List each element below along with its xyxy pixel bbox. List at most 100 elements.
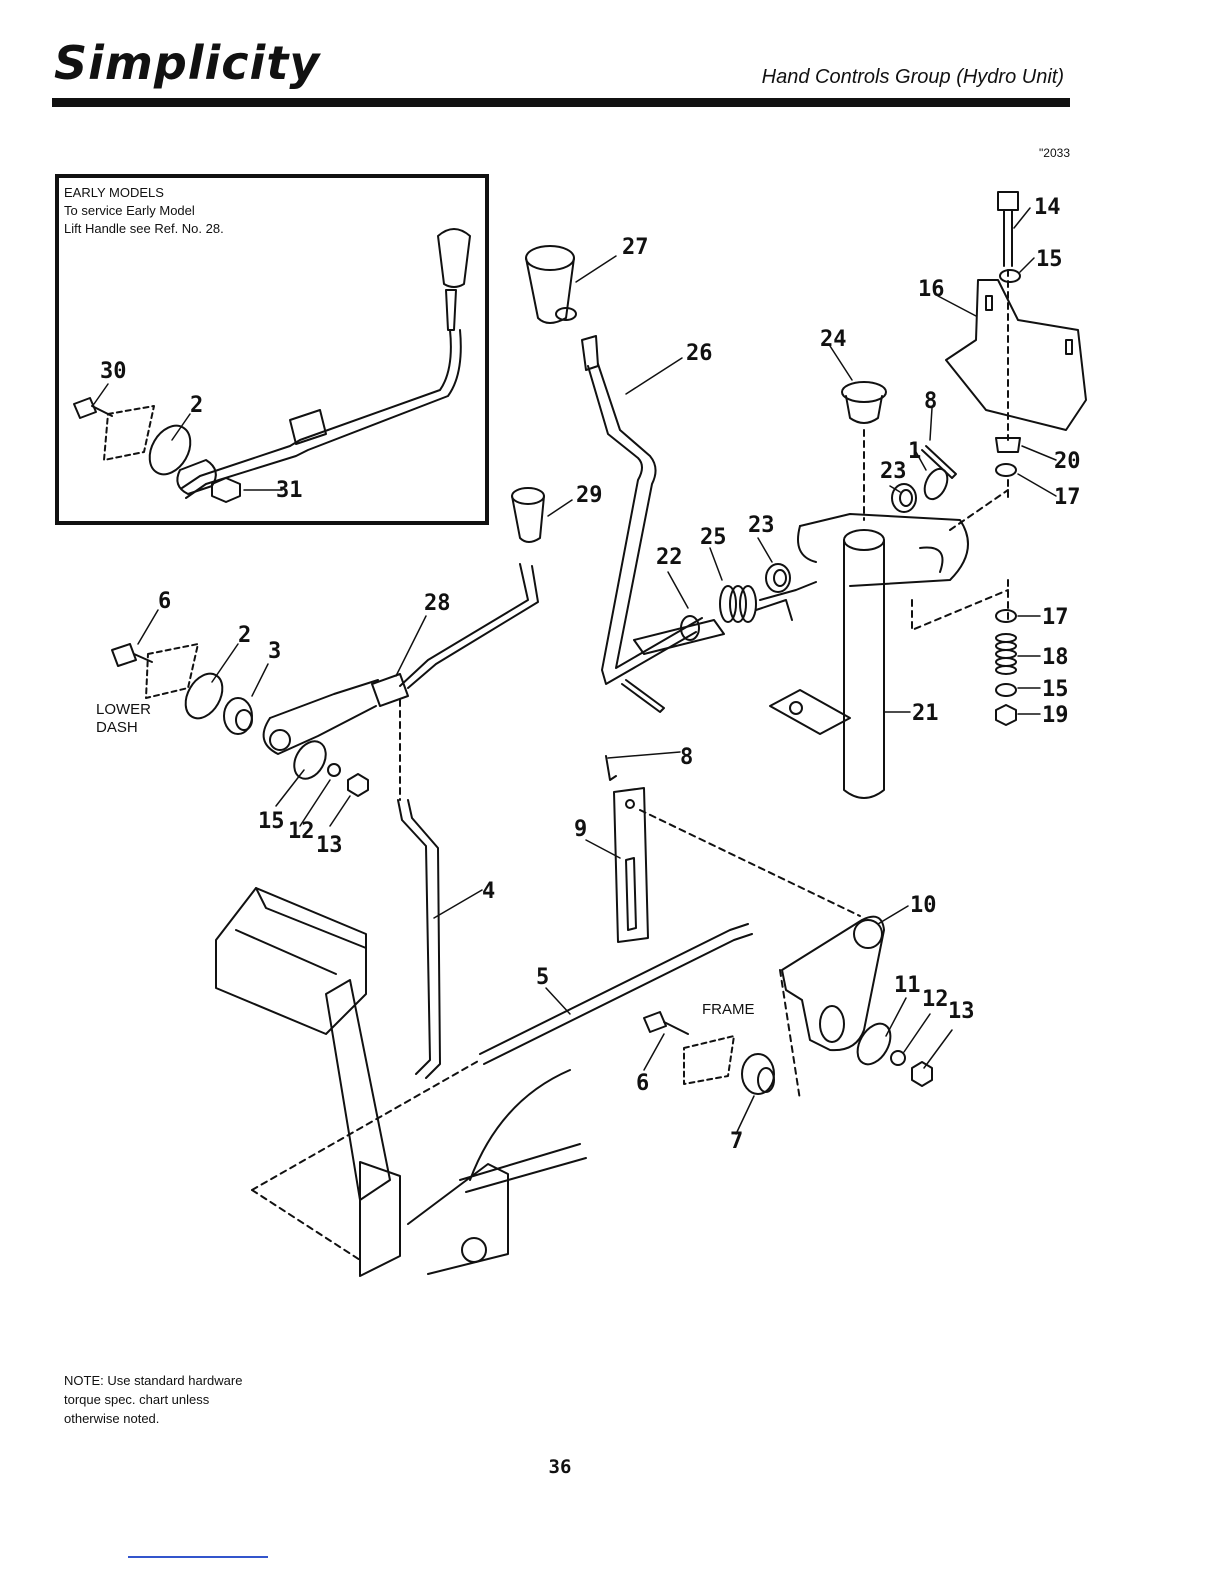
spacer-3 (223, 697, 253, 735)
lower-dash-bracket (145, 643, 199, 699)
bushing-23-lower (765, 563, 791, 593)
callout-20: 20 (1054, 449, 1081, 474)
torque-note: NOTE: Use standard hardware torque spec.… (64, 1371, 242, 1428)
callout-14: 14 (1034, 195, 1061, 220)
nut-13-frame (911, 1061, 933, 1087)
callout-23-upper: 23 (880, 459, 907, 484)
bushing-24 (841, 381, 887, 424)
label-lower-dash: DASH (96, 719, 138, 736)
brake-pedal (215, 887, 587, 1277)
brand-logo: Simplicity (54, 36, 321, 90)
callout-19: 19 (1042, 703, 1069, 728)
callout-12-dash: 12 (288, 819, 315, 844)
note-line: otherwise noted. (64, 1411, 160, 1426)
frame-bracket (683, 1035, 735, 1085)
callout-16: 16 (918, 277, 945, 302)
nut-19 (995, 704, 1017, 726)
callout-22: 22 (656, 545, 683, 570)
callout-13-frame: 13 (948, 999, 975, 1024)
bushing-23-upper (891, 483, 917, 513)
washer-17-bottom (995, 609, 1017, 623)
callout-6-upper: 6 (158, 589, 171, 614)
spring-25 (719, 581, 817, 623)
early-models-text: EARLY MODELS To service Early Model Lift… (64, 184, 224, 238)
label-frame: FRAME (702, 1001, 755, 1018)
callout-9: 9 (574, 817, 587, 842)
callout-12-frame: 12 (922, 987, 949, 1012)
early-bolt (73, 397, 113, 419)
callout-28: 28 (424, 591, 451, 616)
callout-2-early: 2 (190, 393, 203, 418)
bracket-16 (945, 279, 1087, 431)
callout-1: 1 (908, 439, 921, 464)
washer-15 (293, 740, 327, 780)
lever-26 (581, 335, 703, 685)
callout-3: 3 (268, 639, 281, 664)
washer-2 (184, 672, 224, 720)
callout-31: 31 (276, 478, 303, 503)
callout-23-lower: 23 (748, 513, 775, 538)
callout-15-bottom: 15 (1042, 677, 1069, 702)
callout-17-top: 17 (1054, 485, 1081, 510)
knob-27 (525, 245, 577, 324)
plate-10 (781, 915, 885, 1052)
callout-24: 24 (820, 327, 847, 352)
bolt-6-upper (111, 643, 153, 667)
callout-7: 7 (730, 1129, 743, 1154)
callout-2: 2 (238, 623, 251, 648)
bolt-14 (997, 191, 1019, 267)
early-washer (148, 424, 192, 476)
callout-8-lower: 8 (680, 745, 693, 770)
rod-4 (397, 799, 441, 1079)
slotted-bracket-9 (613, 787, 649, 943)
lockwasher-12-frame (890, 1050, 906, 1066)
lever-28 (262, 563, 539, 755)
callout-30: 30 (100, 359, 127, 384)
header-rule (52, 98, 1070, 107)
washer-1 (923, 467, 949, 501)
callout-5: 5 (536, 965, 549, 990)
page-number: 36 (548, 1456, 572, 1478)
section-title: Hand Controls Group (Hydro Unit) (761, 66, 1064, 88)
bottom-link-line[interactable] (128, 1556, 268, 1558)
rod-5 (479, 923, 753, 1065)
callout-11: 11 (894, 973, 921, 998)
spacer-7 (741, 1053, 775, 1095)
callout-29: 29 (576, 483, 603, 508)
pivot-shaft-21 (769, 513, 969, 799)
early-lift-handle (176, 228, 471, 499)
spacer-20 (995, 437, 1021, 453)
washer-17-top (995, 463, 1017, 477)
callout-18: 18 (1042, 645, 1069, 670)
callout-6-frame: 6 (636, 1071, 649, 1096)
early-models-line: Lift Handle see Ref. No. 28. (64, 221, 224, 236)
knob-29 (511, 487, 545, 543)
callout-21: 21 (912, 701, 939, 726)
callout-15-top: 15 (1036, 247, 1063, 272)
note-line: torque spec. chart unless (64, 1392, 210, 1407)
callout-26: 26 (686, 341, 713, 366)
early-models-heading: EARLY MODELS (64, 185, 164, 200)
washer-11 (856, 1022, 892, 1066)
cotter-pin-8-upper (921, 445, 957, 479)
early-models-line: To service Early Model (64, 203, 195, 218)
callout-25: 25 (700, 525, 727, 550)
cotter-pin-8-clip (605, 755, 617, 781)
figure-id: "2033 (1039, 146, 1070, 160)
label-lower-dash: LOWER (96, 701, 151, 718)
callout-4: 4 (482, 879, 495, 904)
callout-10: 10 (910, 893, 937, 918)
washer-15-bottom (995, 683, 1017, 697)
washer-15-top (999, 269, 1021, 283)
callout-17-bottom: 17 (1042, 605, 1069, 630)
early-models-inset (55, 174, 489, 525)
bolt-6-frame (643, 1011, 689, 1035)
lockwasher-12 (327, 763, 341, 777)
cotter-pin-8-lower (621, 679, 665, 713)
callout-8-upper: 8 (924, 389, 937, 414)
callout-27: 27 (622, 235, 649, 260)
callout-15-dash: 15 (258, 809, 285, 834)
early-bracket (103, 405, 155, 461)
early-nut (211, 477, 241, 503)
nut-13 (347, 773, 369, 797)
